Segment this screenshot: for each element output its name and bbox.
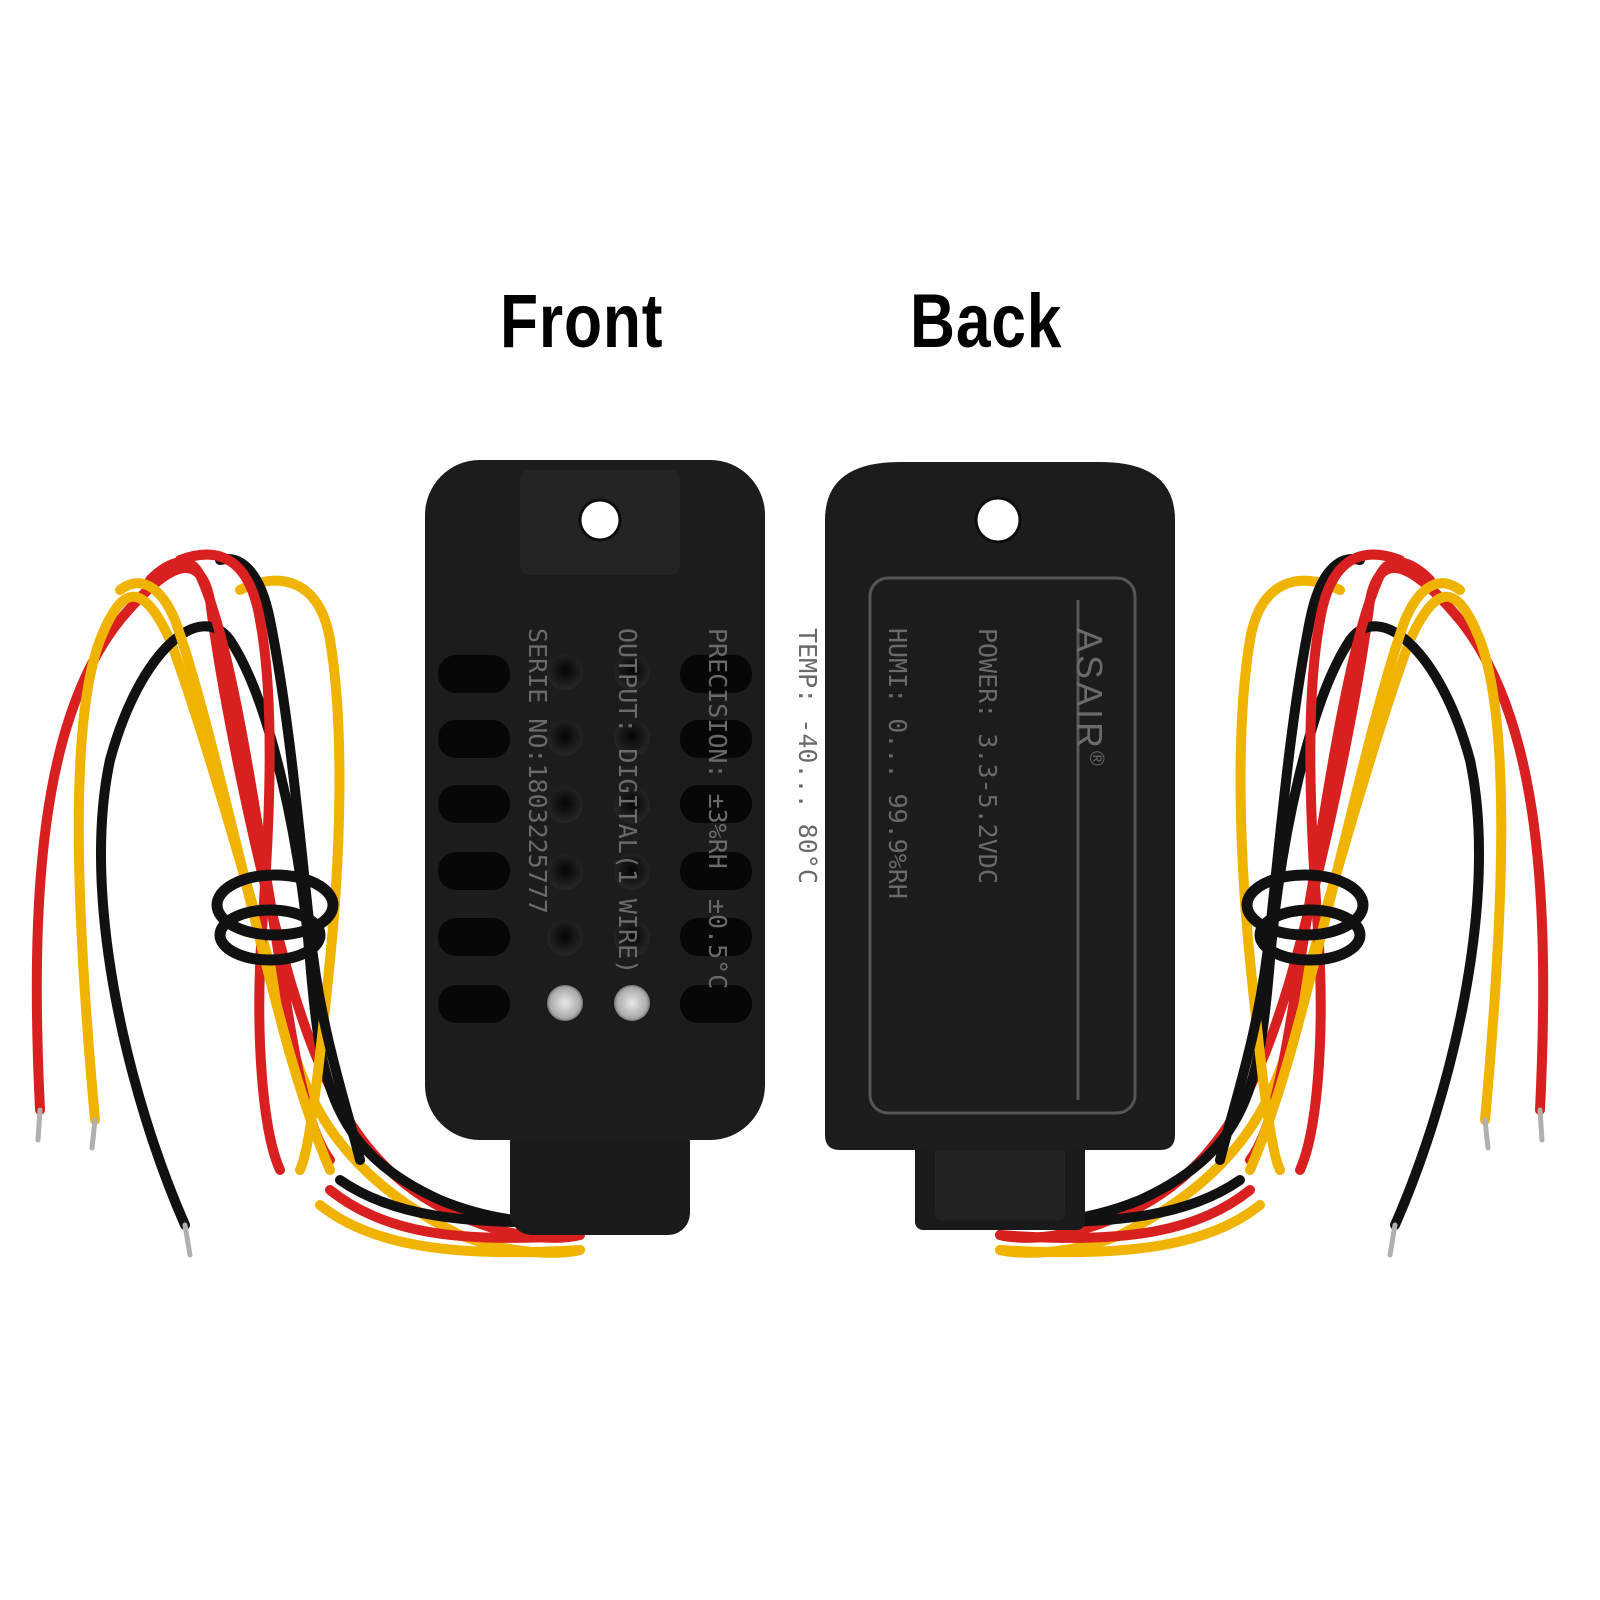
left-wire-red-inner2 bbox=[175, 549, 285, 1175]
front-sensor-mount-hole bbox=[578, 498, 622, 542]
right-wire-tips bbox=[1387, 1107, 1545, 1258]
left-wire-knot-loop bbox=[211, 869, 339, 941]
back-heading: Back bbox=[910, 279, 1063, 364]
label-line-humi: HUMI: 0... 99.9%RH bbox=[883, 628, 912, 899]
left-wire-black-outer bbox=[96, 621, 595, 1230]
brand-label: ASAIR bbox=[1069, 628, 1110, 752]
left-wire-tips bbox=[35, 1107, 193, 1258]
front-sensor bbox=[425, 460, 765, 1235]
front-sensor-body bbox=[425, 460, 765, 1140]
label-line-output: OUTPUT: DIGITAL(1 WIRE) bbox=[613, 628, 642, 975]
front-sensor-cable-boot bbox=[510, 1120, 690, 1235]
front-sensor-vent-slots bbox=[438, 655, 752, 1023]
back-sensor bbox=[825, 462, 1175, 1230]
left-wire-bundle-red bbox=[325, 1185, 585, 1243]
left-wire-yellow-inner bbox=[235, 575, 345, 1175]
back-sensor-label-border bbox=[868, 576, 1137, 1115]
right-wire-yellow-inner2 bbox=[1245, 578, 1465, 1175]
right-wire-red-outer bbox=[995, 563, 1549, 1243]
right-wire-black-inner bbox=[1215, 554, 1365, 1165]
label-line-serie: SERIE NO:1803225777 bbox=[523, 628, 552, 914]
left-wire-bundle bbox=[31, 549, 595, 1258]
label-line-power: POWER: 3.3-5.2VDC bbox=[973, 628, 1002, 884]
back-sensor-mount-hole bbox=[974, 496, 1022, 544]
label-line-precision: PRECISION: ±3%RH ±0.5°C bbox=[703, 628, 732, 990]
right-wire-knot-loop bbox=[1241, 869, 1369, 941]
label-line-temp: TEMP: -40... 80°C bbox=[793, 628, 822, 884]
right-wire-black-outer bbox=[985, 621, 1484, 1230]
registered-mark: ® bbox=[1085, 751, 1107, 769]
back-sensor-label: ASAIR® POWER: 3.3-5.2VDC HUMI: 0... 99.9… bbox=[523, 628, 1118, 1098]
left-wire-red-outer bbox=[31, 563, 585, 1243]
back-sensor-body bbox=[825, 462, 1175, 1150]
front-sensor-vent-holes bbox=[547, 654, 650, 1021]
left-wire-yellow-inner2 bbox=[115, 578, 335, 1175]
right-wire-knot-loop-2 bbox=[1254, 904, 1366, 966]
left-wire-yellow-outer bbox=[73, 591, 585, 1258]
front-heading: Front bbox=[500, 279, 664, 364]
back-sensor-connector-inner bbox=[935, 1140, 1065, 1220]
right-wire-bundle-red bbox=[995, 1185, 1255, 1243]
left-wire-knot-loop-2 bbox=[214, 904, 326, 966]
left-wire-black-inner bbox=[215, 554, 365, 1165]
right-wire-bundle-yellow bbox=[995, 1200, 1265, 1258]
left-wire-bundle-yellow bbox=[315, 1200, 585, 1258]
right-wire-red-inner2 bbox=[1295, 549, 1405, 1175]
right-wire-yellow-inner bbox=[1235, 575, 1345, 1175]
right-wire-bundle bbox=[985, 549, 1549, 1258]
right-wire-yellow-outer bbox=[995, 591, 1507, 1258]
